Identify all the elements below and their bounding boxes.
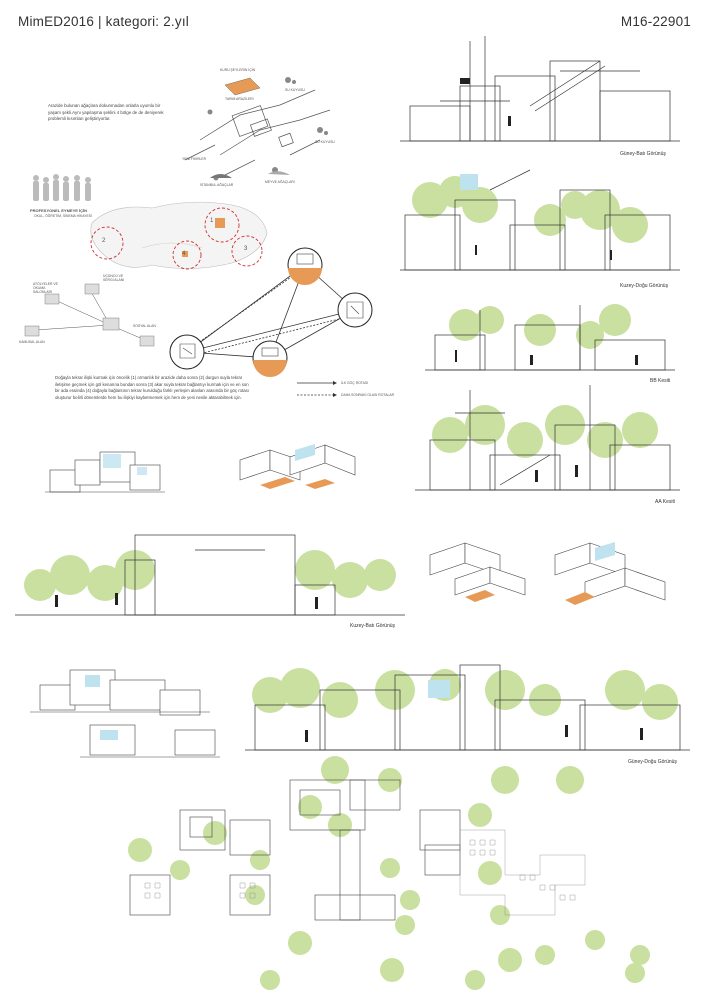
elevation-south-west <box>400 36 680 146</box>
intro-text: Arazide bulunan ağaçlara dokunmadan onla… <box>48 103 164 122</box>
section-aa <box>415 385 680 495</box>
node-label-b: ÜÇÜNCÜ VE SERGİ ALANI <box>103 274 125 282</box>
axon-drawing-2 <box>230 435 370 500</box>
description-text: Doğayla tekrar ilişki kurmak için önceli… <box>55 375 249 400</box>
caption-aa: AA Kesiti <box>655 499 676 505</box>
label-su-kuyusu-1: SU KUYUSU <box>285 88 305 92</box>
island-map: 2 4 1 3 <box>82 193 272 288</box>
project-title: MimED2016 | kategori: 2.yıl <box>18 14 189 29</box>
profession-label: PROFESYONEL EYMEYE İÇİN <box>30 208 88 213</box>
node-label-d: SOSYAL ALAN <box>133 324 156 328</box>
people-silhouettes <box>30 172 100 208</box>
caption-bb: BB Kesiti <box>650 378 671 384</box>
node-label-a: ATÖLYELER VE OKUMA SALONLARI <box>33 282 58 294</box>
map-marker-3: 3 <box>244 246 248 252</box>
caption-north-east: Kuzey-Doğu Görünüş <box>620 283 669 289</box>
legend-item-2: DAHA SONRAKİ OLASI ROTALAR <box>341 393 395 397</box>
route-legend: İLK GÖÇ ROTASI DAHA SONRAKİ OLASI ROTALA… <box>297 378 417 408</box>
axon-drawing-3 <box>425 535 535 610</box>
legend-item-1: İLK GÖÇ ROTASI <box>341 381 369 385</box>
node-diagram: ATÖLYELER VE OKUMA SALONLARI ÜÇÜNCÜ VE S… <box>15 274 165 360</box>
site-diagram: KURU ŞEYLERİN İÇİN TARIM ARAZİLERİ SU KU… <box>180 60 350 190</box>
map-marker-2: 2 <box>102 238 106 244</box>
caption-north-west: Kuzey-Batı Görünüş <box>350 623 396 629</box>
profession-sub: OKUL, ÖĞRETİM, SİNEMA HİKAYESİ <box>34 214 92 218</box>
migration-diagram <box>155 240 385 390</box>
elevation-south-east <box>245 650 690 755</box>
elevation-north-west <box>15 525 405 620</box>
axon-drawing-5 <box>30 660 240 765</box>
site-plan <box>100 755 690 995</box>
node-label-c: KAMUSAL ALAN <box>19 340 45 344</box>
map-marker-1: 1 <box>210 218 214 224</box>
caption-south-west: Güney-Batı Görünüş <box>620 151 666 157</box>
section-bb <box>425 304 675 375</box>
map-marker-4: 4 <box>182 251 186 257</box>
caption-south-east: Güney-Doğu Görünüş <box>628 759 677 765</box>
label-tarim: TARIM ARAZİLERİ <box>225 97 254 101</box>
label-kuru: KURU ŞEYLERİN İÇİN <box>220 68 256 72</box>
label-istanbul: İSTANBUL AĞAÇLAR <box>200 183 234 187</box>
axon-drawing-1 <box>45 440 170 500</box>
project-code: M16-22901 <box>620 14 691 29</box>
label-meyve: MEYVE AĞAÇLARI <box>265 180 295 184</box>
axon-drawing-4 <box>545 530 675 615</box>
elevation-north-east <box>400 169 680 275</box>
label-su-kuyusu-2: SU KUYUSU <box>315 140 335 144</box>
label-yeni-fikirler: YENİ FİKİRLER <box>182 157 207 161</box>
